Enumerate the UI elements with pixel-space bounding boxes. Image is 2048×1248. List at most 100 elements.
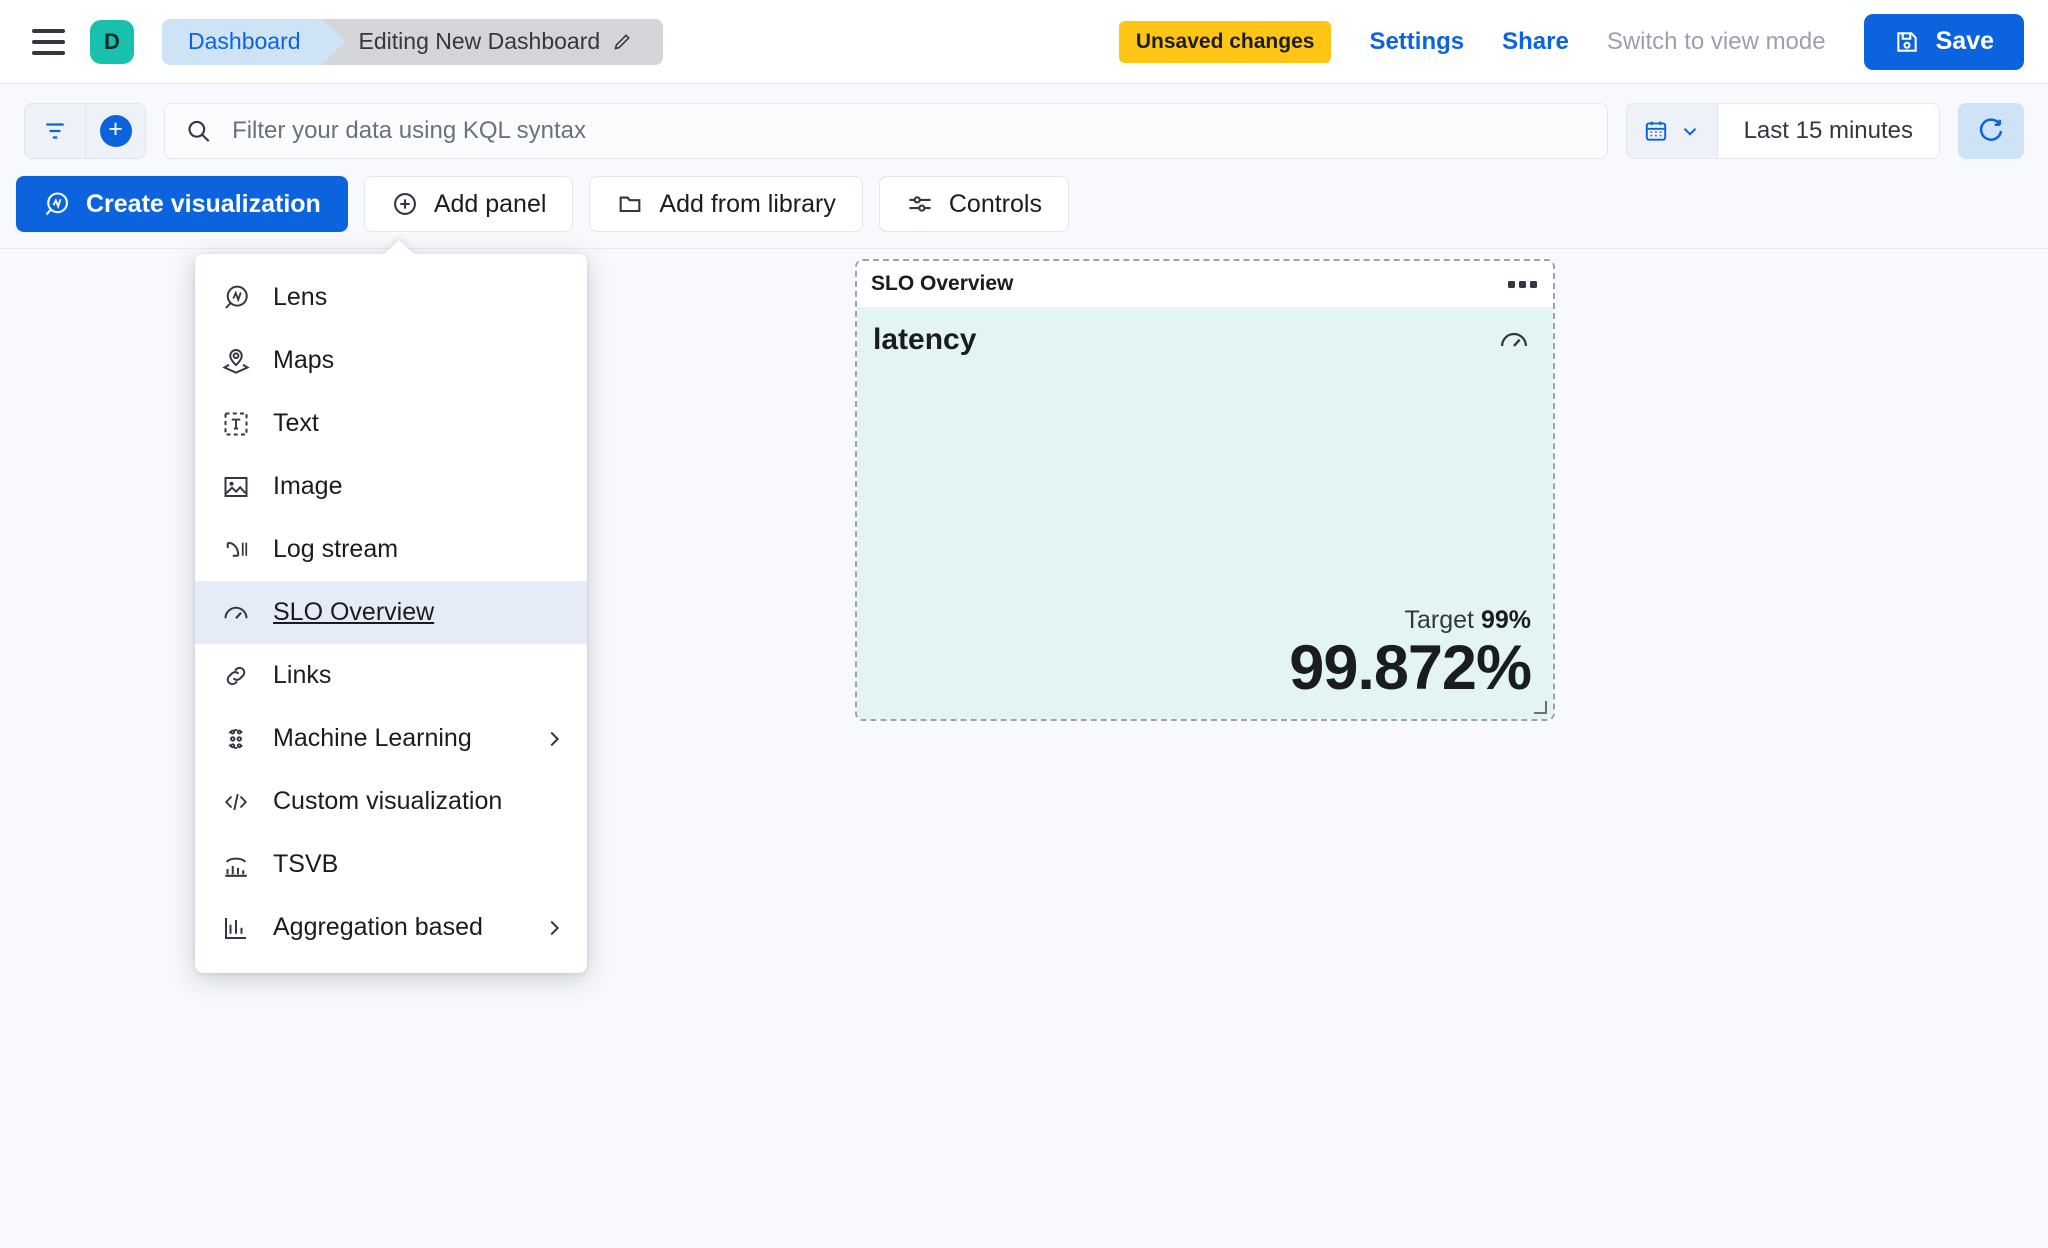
plus-icon: + — [99, 115, 132, 147]
search-icon — [188, 120, 210, 142]
breadcrumb-dashboard-label: Dashboard — [188, 28, 301, 54]
date-picker-quick-menu-button[interactable] — [1626, 104, 1718, 158]
menu-item-text[interactable]: Text — [195, 392, 587, 455]
hamburger-bar — [31, 50, 65, 55]
app-header: D Dashboard Editing New Dashboard Unsave… — [0, 0, 2048, 84]
lens-icon — [225, 285, 248, 309]
save-button[interactable]: Save — [1863, 13, 2024, 70]
time-range-label[interactable]: Last 15 minutes — [1743, 117, 1913, 144]
slo-target: Target 99% — [873, 606, 1531, 635]
dot — [1519, 280, 1526, 288]
menu-item-label: TSVB — [273, 850, 339, 878]
filter-icon[interactable] — [25, 104, 85, 158]
panel-body-bottom: Target 99% 99.872% — [873, 606, 1532, 703]
add-panel-label: Add panel — [433, 189, 547, 218]
menu-item-label: Log stream — [273, 535, 399, 563]
slo-current-value: 99.872% — [1289, 632, 1532, 703]
controls-button[interactable]: Controls — [878, 176, 1069, 232]
menu-item-label: Custom visualization — [273, 787, 503, 815]
menu-item-label: Lens — [273, 283, 328, 311]
text-box-icon — [224, 411, 248, 435]
panel-header: SLO Overview — [857, 261, 1553, 307]
chevron-right-icon — [550, 920, 560, 935]
map-pin-layers-icon — [222, 348, 250, 374]
link-icon — [226, 666, 246, 685]
code-icon — [224, 793, 248, 810]
add-from-library-label: Add from library — [659, 189, 836, 218]
share-link[interactable]: Share — [1502, 27, 1569, 55]
panel-body: latency Target 99% 99.872% — [857, 307, 1553, 719]
hamburger-icon[interactable] — [26, 20, 70, 64]
status-badge: Unsaved changes — [1118, 20, 1332, 63]
log-stream-icon — [226, 541, 248, 557]
menu-item-image[interactable]: Image — [195, 455, 587, 518]
search-input[interactable] — [232, 117, 1587, 145]
refresh-icon — [1979, 118, 2003, 141]
dashboard-edit-toolbar: Create visualization Add panel Add from … — [0, 162, 2048, 249]
add-panel-menu: Lens Maps Text Image — [195, 254, 587, 973]
tsvb-chart-icon — [225, 857, 247, 877]
machine-learning-icon — [228, 728, 244, 749]
create-visualization-button[interactable]: Create visualization — [16, 176, 348, 232]
breadcrumb-item-dashboard[interactable]: Dashboard — [162, 18, 344, 65]
chevron-right-icon — [550, 731, 560, 746]
menu-item-slo-overview[interactable]: SLO Overview — [195, 581, 587, 644]
controls-label: Controls — [948, 189, 1042, 218]
breadcrumb: Dashboard Editing New Dashboard — [162, 18, 664, 65]
switch-to-view-mode-link[interactable]: Switch to view mode — [1606, 27, 1826, 55]
breadcrumb-current-label: Editing New Dashboard — [358, 28, 601, 54]
gauge-icon — [1500, 332, 1528, 347]
menu-item-label: Links — [273, 661, 332, 689]
create-visualization-label: Create visualization — [86, 189, 321, 218]
resize-handle-icon[interactable] — [1533, 700, 1549, 716]
folder-icon — [620, 196, 641, 213]
menu-item-aggregation-based[interactable]: Aggregation based — [195, 896, 587, 959]
breadcrumb-item-current[interactable]: Editing New Dashboard — [322, 18, 664, 65]
save-button-label: Save — [1935, 27, 1994, 55]
dashboard-canvas: Lens Maps Text Image — [0, 249, 2048, 1247]
slo-overview-panel[interactable]: SLO Overview latency Target 99% 99 — [855, 259, 1555, 721]
image-icon — [224, 476, 248, 497]
filter-button-group: + — [24, 103, 146, 159]
avatar[interactable]: D — [90, 19, 134, 64]
menu-item-lens[interactable]: Lens — [195, 266, 587, 329]
add-filter-button[interactable]: + — [85, 104, 145, 158]
menu-item-log-stream[interactable]: Log stream — [195, 518, 587, 581]
slo-target-label: Target — [1404, 605, 1474, 634]
date-picker: Last 15 minutes — [1625, 103, 1940, 159]
refresh-button[interactable] — [1958, 103, 2024, 159]
avatar-letter: D — [104, 28, 120, 54]
hamburger-bar — [31, 28, 65, 33]
dot — [1530, 280, 1537, 288]
menu-item-label: SLO Overview — [273, 598, 435, 626]
aggregation-chart-icon — [225, 917, 246, 939]
pencil-icon[interactable] — [612, 31, 633, 52]
plus-circle-icon — [393, 193, 416, 215]
menu-item-label: Text — [273, 409, 319, 437]
menu-item-tsvb[interactable]: TSVB — [195, 833, 587, 896]
add-from-library-button[interactable]: Add from library — [589, 176, 863, 232]
chevron-down-icon — [1683, 127, 1696, 136]
dot — [1508, 280, 1515, 288]
menu-item-custom-visualization[interactable]: Custom visualization — [195, 770, 587, 833]
gauge-icon — [224, 606, 248, 619]
menu-item-links[interactable]: Links — [195, 644, 587, 707]
menu-item-label: Machine Learning — [273, 724, 472, 752]
menu-item-label: Aggregation based — [273, 913, 483, 941]
sliders-icon — [909, 196, 931, 212]
panel-context-menu-icon[interactable] — [1506, 275, 1539, 294]
menu-item-label: Image — [273, 472, 343, 500]
add-panel-button[interactable]: Add panel — [363, 176, 574, 232]
slo-metric-name: latency — [873, 323, 977, 356]
hamburger-bar — [31, 39, 65, 44]
settings-link[interactable]: Settings — [1369, 27, 1465, 55]
menu-item-maps[interactable]: Maps — [195, 329, 587, 392]
panel-title: SLO Overview — [871, 272, 1014, 295]
panel-body-top: latency — [873, 323, 1531, 357]
lens-icon — [45, 192, 68, 216]
menu-item-label: Maps — [273, 346, 335, 374]
search-field[interactable] — [164, 103, 1608, 159]
menu-item-machine-learning[interactable]: Machine Learning — [195, 707, 587, 770]
save-disk-icon — [1896, 31, 1917, 52]
query-bar: + Last 15 minutes — [0, 84, 2048, 162]
